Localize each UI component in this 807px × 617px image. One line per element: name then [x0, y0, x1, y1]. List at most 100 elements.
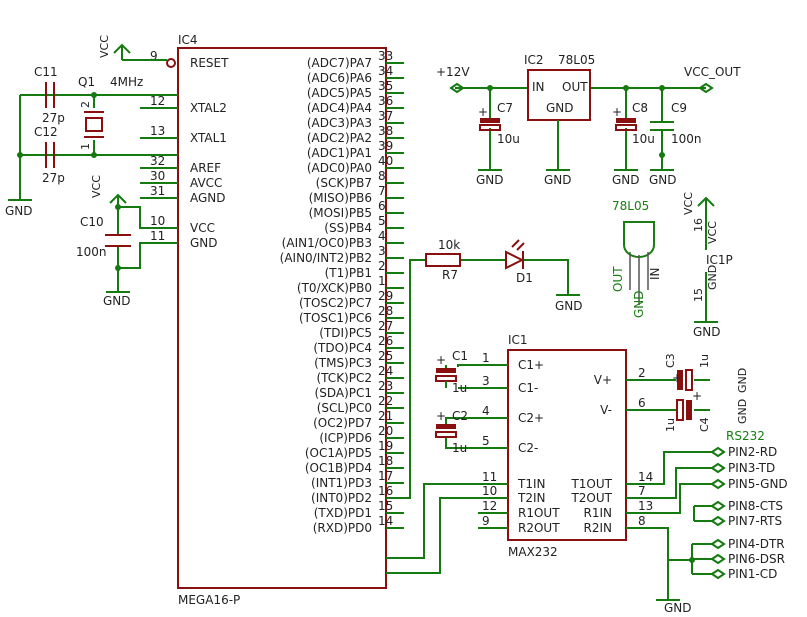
ic4-pin-num-36: 36	[378, 94, 393, 108]
ic4-pin-num-17: 17	[378, 469, 393, 483]
c10-value: 100n	[76, 245, 107, 259]
ic4-pin-num-39: 39	[378, 139, 393, 153]
c8-plus: +	[612, 105, 622, 119]
c8-name: C8	[632, 101, 648, 115]
ic4-pin-label-36: (ADC4)PA4	[307, 101, 372, 115]
ic4-pin-num-29: 29	[378, 289, 393, 303]
ic4-pin-num-15: 15	[378, 499, 393, 513]
ic4-pin-num-14: 14	[378, 514, 393, 528]
ic4-name: IC4	[178, 33, 198, 47]
ic4-pin-num-13: 13	[150, 124, 165, 138]
reset-vcc-label: VCC	[98, 35, 111, 58]
ic2-gnd-pin: GND	[546, 101, 574, 115]
rs232-gnd-label: GND	[664, 601, 692, 615]
ic4-pin-num-24: 24	[378, 364, 393, 378]
reset-vcc-symbol: VCC	[98, 35, 167, 61]
c7-value: 10u	[497, 132, 520, 146]
rs232-title: RS232	[726, 429, 765, 443]
max232-pin-num-2: 2	[638, 366, 646, 380]
max232-pin-num-7: 7	[638, 484, 646, 498]
rs232-pin-pin7-rts: PIN7-RTS	[728, 514, 782, 528]
max232-pin-label-12: R1OUT	[518, 506, 560, 520]
max232-left-caps: C1 1u + C2 1u +	[435, 349, 478, 455]
crystal-body	[85, 117, 103, 132]
rs232-connector: RS232 GND PIN2-RDPIN3-TDPIN5-GNDPIN8-CTS…	[656, 429, 788, 615]
c7-gnd-label: GND	[476, 173, 504, 187]
plus12-label: +12V	[436, 65, 470, 79]
rs232-pin-marker	[710, 446, 726, 458]
ic4-pin-num-1: 1	[378, 274, 386, 288]
r7-value: 10k	[438, 238, 460, 252]
max232-pin-num-10: 10	[482, 484, 497, 498]
c2-value: 1u	[452, 441, 467, 455]
ic4-pin-label-34: (ADC6)PA6	[307, 71, 372, 85]
ic4-pin-label-30: AVCC	[190, 176, 222, 190]
rs232-pin-list: PIN2-RDPIN3-TDPIN5-GNDPIN8-CTSPIN7-RTSPI…	[710, 445, 788, 581]
c11-value: 27p	[42, 111, 65, 125]
ic1p-pin-16: 16	[692, 218, 705, 232]
svg-text:+: +	[692, 389, 702, 403]
led-section: 10k R7 D1 GND	[386, 238, 583, 499]
max232-pin-num-8: 8	[638, 514, 646, 528]
package-gnd: GND	[632, 290, 646, 318]
rs232-pin-pin1-cd: PIN1-CD	[728, 567, 777, 581]
ic2-out-pin: OUT	[562, 80, 588, 94]
c2-name: C2	[452, 409, 468, 423]
c10-section: VCC C10 100n GND	[76, 175, 178, 308]
ic2-gnd-label: GND	[544, 173, 572, 187]
ic4-pin-num-3: 3	[378, 244, 386, 258]
ic4-pin-num-9: 9	[150, 49, 158, 63]
ic4-pin-label-6: (MOSI)PB5	[309, 206, 372, 220]
max232-pin-label-5: C2-	[518, 441, 538, 455]
ic4-pin-num-12: 12	[150, 94, 165, 108]
ic4-pin-label-12: XTAL2	[190, 101, 227, 115]
ic1p-vcc-inner: VCC	[706, 221, 719, 244]
ic4-pin-label-10: VCC	[190, 221, 215, 235]
crystal-section: C11 27p C12 27p Q1 4MHz 2 1 GND	[5, 65, 178, 218]
ic1p-name: IC1P	[706, 253, 733, 267]
rs232-pin-pin4-dtr: PIN4-DTR	[728, 537, 785, 551]
c1-name: C1	[452, 349, 468, 363]
rs232-pin-pin3-td: PIN3-TD	[728, 461, 775, 475]
ic4-pin-label-21: (OC2)PD7	[313, 416, 372, 430]
c10-symbol	[105, 234, 131, 247]
ic4-pin-label-18: (OC1B)PD4	[305, 461, 372, 475]
ic4-pin-label-11: GND	[190, 236, 218, 250]
svg-text:+: +	[436, 409, 446, 423]
ic4-pin-num-20: 20	[378, 424, 393, 438]
ic4-pin-num-38: 38	[378, 124, 393, 138]
max232-pin-label-7: T2OUT	[570, 491, 612, 505]
ic4-pin-label-13: XTAL1	[190, 131, 227, 145]
c4-gnd-label: GND	[736, 399, 749, 424]
led-gnd-label: GND	[555, 299, 583, 313]
ic4-pin-label-28: (TOSC1)PC6	[299, 311, 372, 325]
d1-name: D1	[516, 271, 533, 285]
regulator-section: +12V VCC_OUT IC2 78L05 IN OUT GND GND + …	[436, 53, 741, 187]
svg-text:+: +	[672, 371, 682, 385]
ic4-pin-label-20: (ICP)PD6	[319, 431, 372, 445]
ic4-pin-label-39: (ADC1)PA1	[307, 146, 372, 160]
max232-pin-num-3: 3	[482, 374, 490, 388]
ic4-pin-num-21: 21	[378, 409, 393, 423]
rs232-pin-pin6-dsr: PIN6-DSR	[728, 552, 785, 566]
ic4-pin-num-6: 6	[378, 199, 386, 213]
svg-text:+: +	[436, 353, 446, 367]
ic4-pin-label-26: (TDO)PC4	[313, 341, 372, 355]
ic4-pin-label-2: (T1)PB1	[325, 266, 372, 280]
max232-pin-num-13: 13	[638, 499, 653, 513]
vcc-out-label: VCC_OUT	[684, 65, 741, 79]
ic4-pin-num-31: 31	[150, 184, 165, 198]
r7-name: R7	[442, 268, 458, 282]
ic1p-gnd-label: GND	[693, 325, 721, 339]
rs232-pin-marker	[710, 538, 726, 550]
ic4-pin-label-17: (INT1)PD3	[311, 476, 372, 490]
max232-pin-num-14: 14	[638, 470, 653, 484]
package-in: IN	[648, 267, 662, 280]
ic4-pin-num-33: 33	[378, 49, 393, 63]
ic4-pin-num-32: 32	[150, 154, 165, 168]
max232-pin-num-5: 5	[482, 434, 490, 448]
ic4-pin-label-19: (OC1A)PD5	[305, 446, 372, 460]
ic4-pin-label-33: (ADC7)PA7	[307, 56, 372, 70]
